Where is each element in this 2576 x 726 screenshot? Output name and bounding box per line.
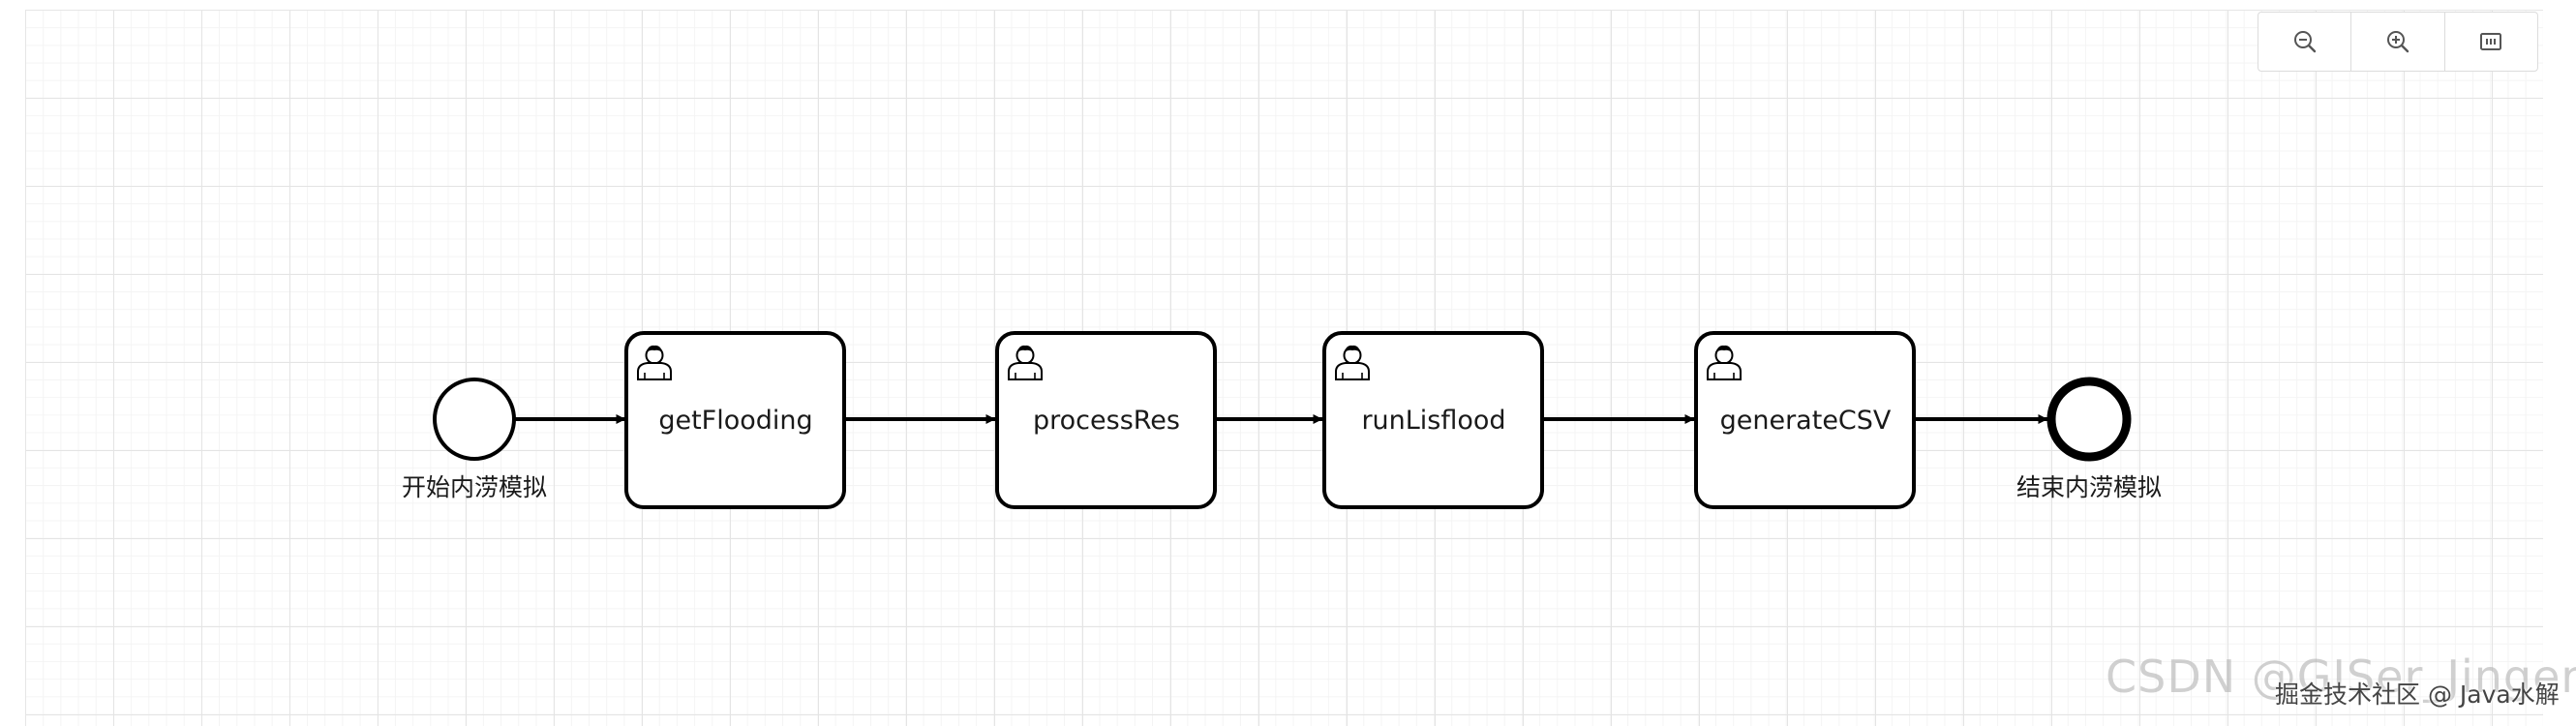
- task-generate-csv[interactable]: generateCSV: [1694, 331, 1916, 509]
- fit-view-button[interactable]: [2445, 13, 2537, 71]
- task-run-lisflood[interactable]: runLisflood: [1322, 331, 1544, 509]
- watermark-csdn: CSDN @GISer_Jinger: [2106, 650, 2576, 703]
- zoom-in-icon: [2386, 31, 2409, 53]
- end-event[interactable]: [2046, 377, 2132, 462]
- watermark-juejin: 掘金技术社区 @ Java水解: [2275, 681, 2560, 709]
- task-label: generateCSV: [1720, 406, 1892, 436]
- task-label: getFlooding: [658, 406, 812, 436]
- zoom-toolbar: [2258, 12, 2538, 72]
- zoom-out-icon: [2293, 31, 2316, 53]
- zoom-in-button[interactable]: [2351, 13, 2445, 71]
- canvas-grid: [25, 10, 2543, 726]
- start-event[interactable]: [433, 378, 516, 461]
- start-event-label: 开始内涝模拟: [402, 473, 547, 501]
- zoom-out-button[interactable]: [2258, 13, 2352, 71]
- fit-view-icon: [2480, 33, 2502, 50]
- end-event-label: 结束内涝模拟: [2016, 473, 2162, 501]
- task-process-res[interactable]: processRes: [995, 331, 1217, 509]
- task-label: processRes: [1033, 406, 1180, 436]
- task-get-flooding[interactable]: getFlooding: [624, 331, 846, 509]
- task-label: runLisflood: [1361, 406, 1505, 436]
